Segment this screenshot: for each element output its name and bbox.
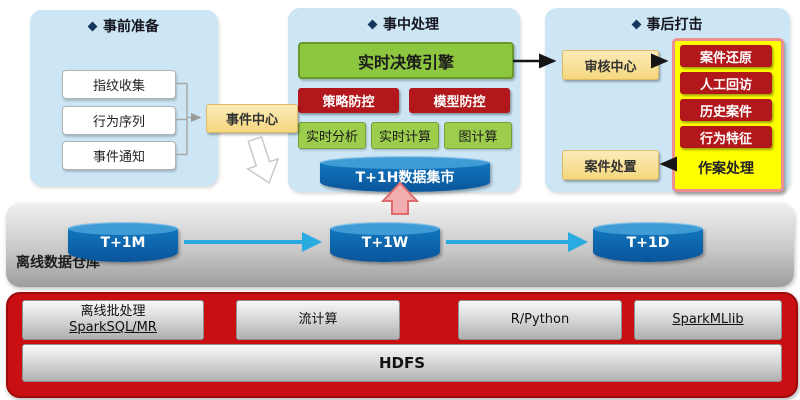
hdfs-box: HDFS bbox=[22, 344, 782, 382]
post-event-title-row: 事后打击 bbox=[545, 14, 790, 34]
manual-review-box: 人工回访 bbox=[680, 72, 772, 94]
diamond-bullet-icon bbox=[367, 19, 378, 29]
diamond-bullet-icon bbox=[631, 19, 641, 29]
realtime-analysis-box: 实时分析 bbox=[298, 122, 366, 149]
t1m-cylinder: T+1M bbox=[68, 222, 178, 262]
diamond-bullet-icon bbox=[87, 21, 98, 31]
audit-center-box: 审核中心 bbox=[562, 50, 659, 80]
cylinder-top bbox=[330, 222, 440, 235]
datamart-label: T+1H数据集市 bbox=[355, 170, 455, 186]
case-restore-box: 案件还原 bbox=[680, 45, 772, 67]
decision-engine-box: 实时决策引擎 bbox=[298, 42, 514, 79]
offline-warehouse-label: 离线数据仓库 bbox=[16, 255, 100, 271]
sparksql-label: SparkSQL/MR bbox=[69, 320, 157, 335]
cylinder-top bbox=[593, 222, 703, 235]
datamart-cylinder: T+1H数据集市 bbox=[320, 156, 490, 192]
stream-compute-label: 流计算 bbox=[298, 311, 338, 327]
t1w-cylinder: T+1W bbox=[330, 222, 440, 262]
rpython-label: R/Python bbox=[510, 311, 570, 327]
behavior-feature-box: 行为特征 bbox=[680, 126, 772, 148]
pre-item-behavior: 行为序列 bbox=[62, 106, 176, 135]
cylinder-top bbox=[68, 222, 178, 235]
rpython-box: R/Python bbox=[458, 300, 622, 340]
pre-event-title: 事前准备 bbox=[103, 19, 159, 35]
during-event-title: 事中处理 bbox=[383, 17, 439, 33]
event-center-box: 事件中心 bbox=[206, 104, 298, 133]
case-work-label: 作案处理 bbox=[698, 161, 754, 177]
t1d-label: T+1D bbox=[626, 235, 670, 251]
history-case-box: 历史案件 bbox=[680, 99, 772, 121]
t1d-cylinder: T+1D bbox=[593, 222, 703, 262]
case-dispose-box: 案件处置 bbox=[562, 150, 659, 180]
hdfs-label: HDFS bbox=[378, 353, 426, 372]
graph-compute-box: 图计算 bbox=[444, 122, 512, 149]
pre-item-fingerprint: 指纹收集 bbox=[62, 70, 176, 99]
sparkmllib-label: SparkMLlib bbox=[672, 311, 744, 327]
t1m-label: T+1M bbox=[100, 235, 146, 251]
pre-event-title-row: 事前准备 bbox=[30, 16, 218, 36]
sparkmllib-box: SparkMLlib bbox=[634, 300, 782, 340]
cylinder-top bbox=[320, 156, 490, 169]
realtime-compute-box: 实时计算 bbox=[371, 122, 439, 149]
t1w-label: T+1W bbox=[361, 235, 409, 251]
post-event-title: 事后打击 bbox=[646, 17, 703, 33]
batch-processing-box: 离线批处理 SparkSQL/MR bbox=[22, 300, 204, 340]
strategy-control-box: 策略防控 bbox=[298, 88, 399, 113]
event-center-to-datamart-arrow bbox=[245, 136, 280, 185]
batch-processing-label: 离线批处理 bbox=[80, 303, 146, 319]
model-control-box: 模型防控 bbox=[409, 88, 510, 113]
stream-compute-box: 流计算 bbox=[236, 300, 400, 340]
during-event-title-row: 事中处理 bbox=[288, 14, 520, 34]
pre-item-notify: 事件通知 bbox=[62, 141, 176, 170]
